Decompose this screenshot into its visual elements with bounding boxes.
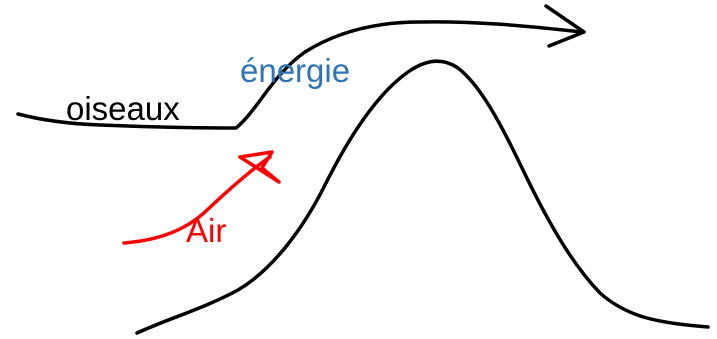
label-air: Air [186, 212, 227, 249]
bird-path [16, 20, 584, 130]
label-energie: énergie [240, 52, 351, 89]
bird-path-arrowhead [544, 4, 586, 48]
air-flow-arrowhead [238, 150, 281, 184]
air-flow-curve [122, 155, 272, 245]
mountain-outline [135, 59, 710, 335]
label-oiseaux: oiseaux [66, 90, 180, 127]
